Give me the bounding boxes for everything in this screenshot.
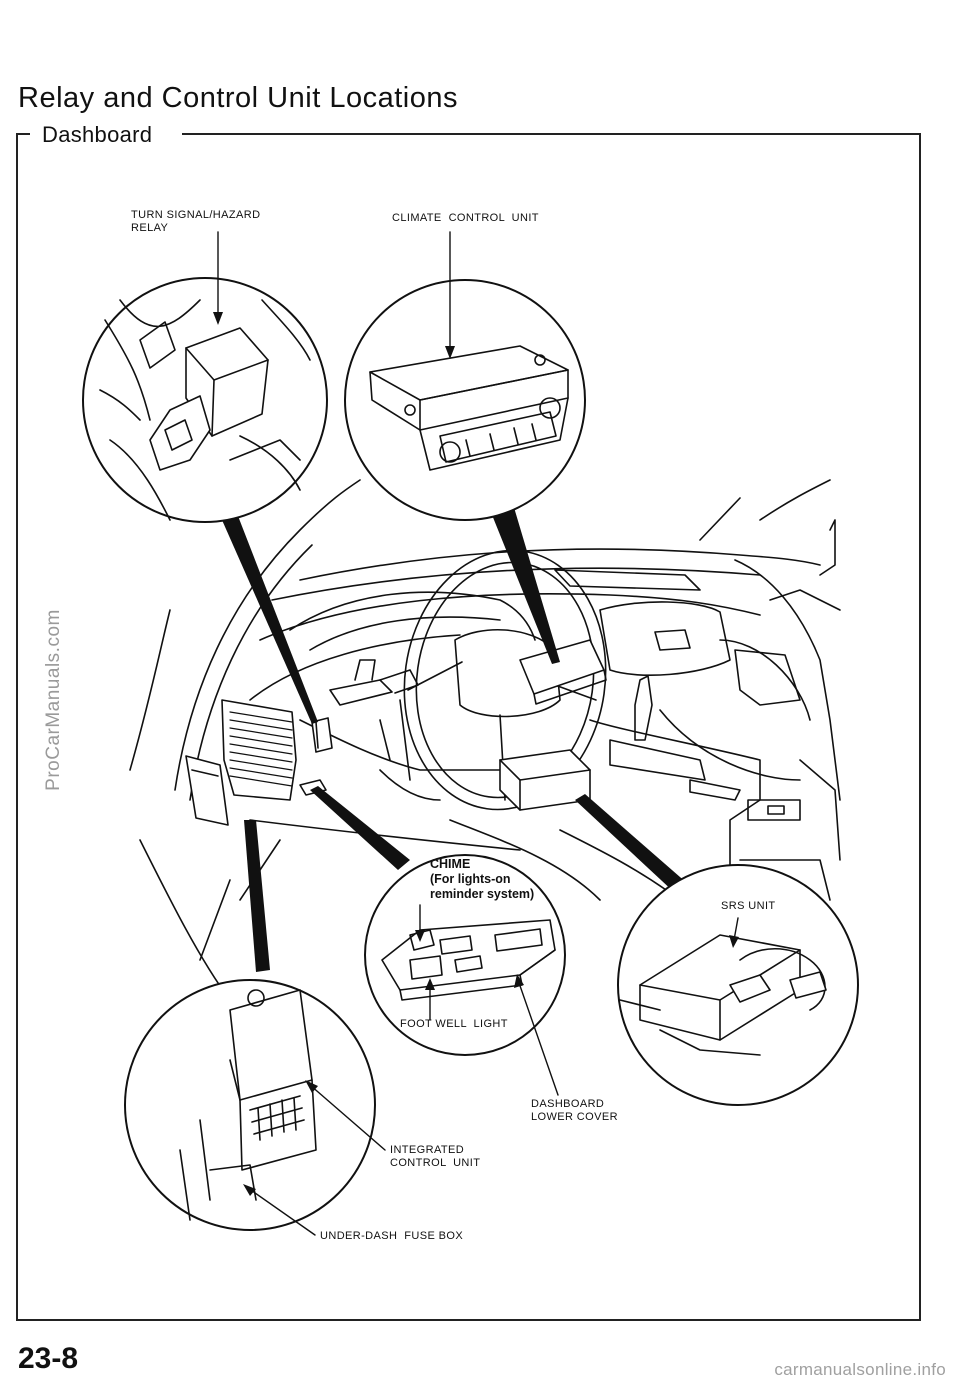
label-integrated-control-unit: INTEGRATED CONTROL UNIT — [390, 1144, 481, 1169]
detail-turn-signal-relay — [82, 277, 328, 523]
frame-top-left-rule — [16, 133, 30, 135]
label-foot-well-light: FOOT WELL LIGHT — [400, 1018, 508, 1030]
integrated-control-unit-part — [185, 755, 229, 826]
watermark-side: ProCarManuals.com — [43, 609, 64, 791]
dashboard-body — [129, 479, 841, 1001]
turn-signal-relay-part — [311, 717, 333, 753]
label-dashboard-lower-cover: DASHBOARD LOWER COVER — [531, 1098, 618, 1123]
detail-climate-control-unit — [344, 279, 586, 521]
label-turn-signal-relay: TURN SIGNAL/HAZARD RELAY — [131, 209, 261, 234]
pointer-wedges — [222, 494, 688, 972]
detail-srs-unit — [617, 864, 859, 1106]
detail-chime-foot-well — [364, 854, 566, 1056]
label-srs-unit: SRS UNIT — [721, 900, 776, 912]
watermark-bottom: carmanualsonline.info — [774, 1360, 946, 1379]
section-heading: Dashboard — [42, 122, 153, 147]
label-climate-control-unit: CLIMATE CONTROL UNIT — [392, 212, 539, 224]
detail-integrated-control-unit — [124, 979, 376, 1231]
label-chime: CHIME (For lights-on reminder system) — [430, 857, 535, 901]
leader-lines — [217, 231, 739, 1236]
page-number: 23-8 — [18, 1342, 79, 1375]
label-under-dash-fuse-box: UNDER-DASH FUSE BOX — [320, 1230, 464, 1242]
climate-control-part — [519, 639, 607, 705]
diagram-frame — [16, 133, 921, 1321]
leader-arrowheads — [213, 312, 739, 1196]
page-title: Relay and Control Unit Locations — [18, 82, 458, 114]
frame-top-right-rule — [182, 133, 921, 135]
